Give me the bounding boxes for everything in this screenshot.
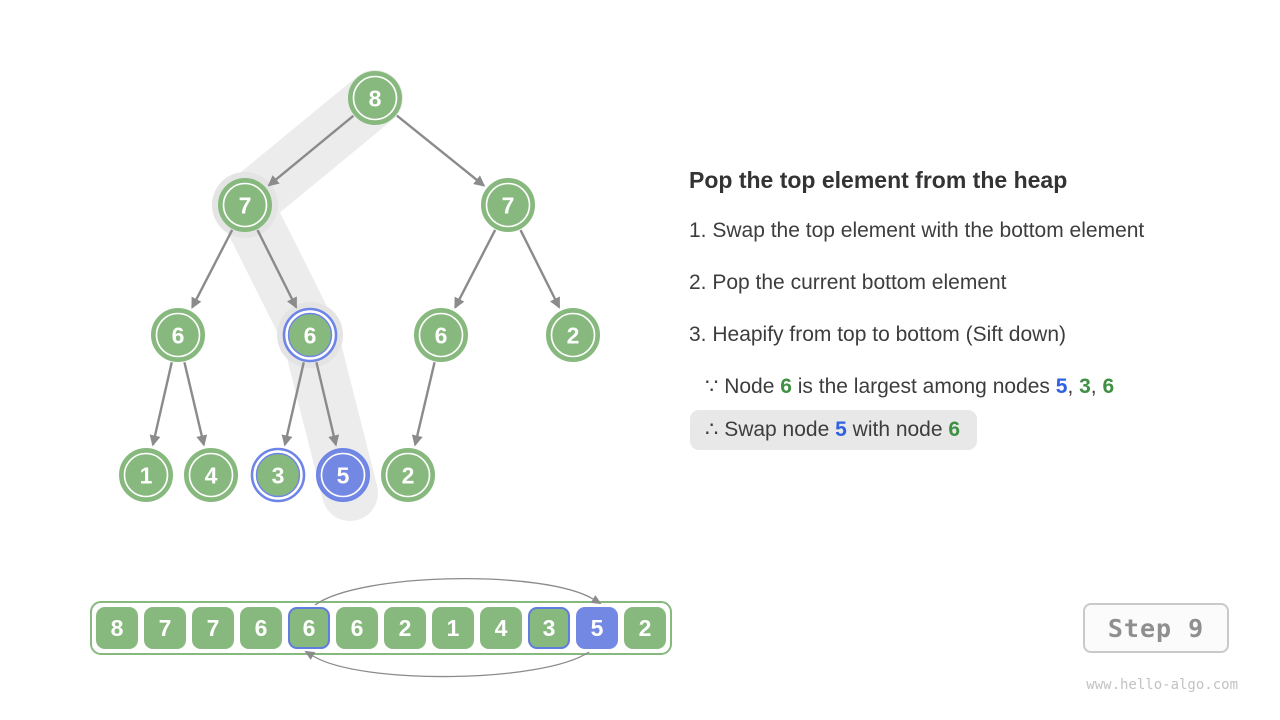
because-note: ∵ Node 6 is the largest among nodes 5, 3… [705,374,1259,400]
tree-node-value: 7 [239,192,252,218]
note-segment: 6 [1102,375,1115,398]
tree-node-3: 3 [250,447,306,503]
conclusion-box: ∴ Swap node 5 with node 6 [690,410,978,450]
tree-node-value: 6 [304,322,317,348]
array-cell-2: 2 [624,607,666,649]
note-segment: is the largest among nodes [791,375,1056,398]
array-cell-3: 3 [528,607,570,649]
array-cell-7: 7 [192,607,234,649]
note-segment: , [1067,375,1080,398]
tree-node-7: 7 [481,178,535,232]
tree-node-6: 6 [151,308,205,362]
array-cell-6: 6 [240,607,282,649]
tree-node-1: 1 [119,448,173,502]
tree-edge [454,229,497,309]
tree-node-8: 8 [348,71,402,125]
tree-edge [519,229,561,309]
array-cell-1: 1 [432,607,474,649]
tree-edge [149,362,173,447]
tree-edge [315,361,340,447]
tree-node-6: 6 [414,308,468,362]
tree-node-value: 8 [369,85,382,111]
array-cell-8: 8 [96,607,138,649]
note-segment: 5 [835,418,847,441]
tree-node-value: 6 [172,322,185,348]
note-segment: , [1090,375,1103,398]
note-segment: 6 [948,418,961,441]
array-cell-4: 4 [480,607,522,649]
tree-edge [183,361,208,447]
tree-node-6: 6 [282,307,338,363]
note-segment: 5 [1055,375,1068,398]
tree-node-value: 1 [140,462,153,488]
step-line-1: 1. Swap the top element with the bottom … [689,219,1145,242]
tree-edge [281,362,305,447]
tree-node-4: 4 [184,448,238,502]
explanation-panel: Pop the top element from the heap 1. Swa… [689,166,1259,450]
tree-edge [267,114,355,187]
tree-node-value: 5 [337,462,350,488]
tree-node-value: 6 [435,322,448,348]
tree-edge [256,229,298,309]
tree-node-value: 7 [502,192,515,218]
array-cell-7: 7 [144,607,186,649]
array-cell-6: 6 [288,607,330,649]
array-cell-2: 2 [384,607,426,649]
tree-node-7: 7 [218,178,272,232]
step-badge[interactable]: Step 9 [1083,603,1229,653]
note-segment: ∵ Node [705,375,781,398]
tree-edge [396,114,486,187]
tree-edge [191,229,234,309]
step-line-3: 3. Heapify from top to bottom (Sift down… [689,323,1066,346]
array-cell-6: 6 [336,607,378,649]
array-cell-5: 5 [576,607,618,649]
tree-node-5: 5 [316,448,370,502]
tree-node-value: 2 [402,462,415,488]
panel-title: Pop the top element from the heap [689,167,1068,193]
tree-node-2: 2 [381,448,435,502]
note-segment: 6 [780,375,792,398]
heap-tree-canvas: 8 7 7 6 6 6 2 1 4 3 5 2 [119,70,600,521]
sift-down-path-highlight [217,70,403,521]
watermark: www.hello-algo.com [1086,677,1238,693]
step-line-2: 2. Pop the current bottom element [689,271,1007,294]
tree-node-value: 3 [272,462,285,488]
tree-edge [411,361,436,447]
note-segment: with node [846,418,949,441]
tree-node-value: 2 [567,322,580,348]
note-segment: ∴ Swap node [705,418,836,441]
tree-node-2: 2 [546,308,600,362]
tree-node-value: 4 [205,462,218,488]
note-segment: 3 [1079,375,1091,398]
